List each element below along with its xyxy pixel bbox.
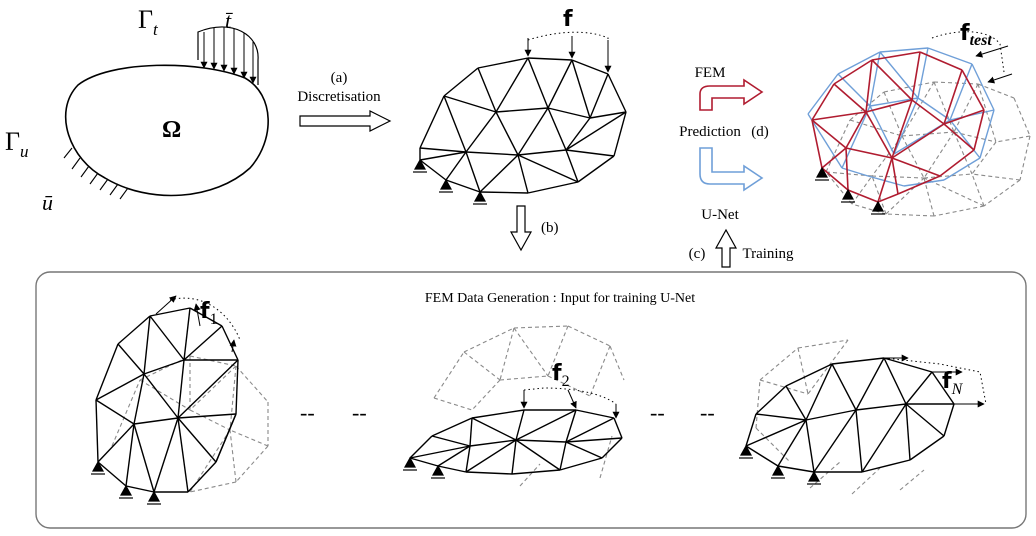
data-generation-panel: FEM Data Generation : Input for training…: [35, 271, 1027, 529]
t-bar-label: t̄: [225, 8, 233, 33]
separator-1: --: [300, 400, 315, 425]
fixed-boundary-hatch: [63, 147, 129, 200]
panel-frame: [35, 271, 1027, 529]
step-c-label: (c): [689, 246, 706, 262]
separator-4: --: [700, 400, 715, 425]
training-label: Training: [742, 246, 794, 262]
fem-arrow: [699, 78, 764, 111]
traction-load: [197, 26, 259, 85]
discretisation-label: Discretisation: [297, 89, 381, 105]
nodal-force-envelope: [527, 31, 609, 60]
continuum-domain: Γt t̄ Ω Γu ū: [5, 5, 269, 215]
fem-label: FEM: [695, 65, 726, 81]
test-supports: [815, 166, 885, 215]
sample-mesh-N: fN: [739, 339, 987, 495]
separator-2: --: [352, 400, 367, 425]
test-force-arrow-2: [987, 73, 1013, 84]
prediction-label: Prediction: [679, 124, 741, 140]
step-d-label: (d): [751, 124, 769, 140]
prediction-block: FEM Prediction (d) U-Net (c) Training: [679, 65, 794, 268]
discretisation-arrow: (a) Discretisation: [297, 70, 392, 132]
test-force-arrow-1: [975, 45, 1009, 58]
force-f-label: f: [563, 7, 573, 32]
u-bar-label: ū: [42, 190, 53, 215]
domain-boundary: [64, 64, 269, 197]
training-arrow: [714, 228, 738, 268]
unet-label: U-Net: [701, 207, 739, 223]
supports: [413, 158, 487, 205]
test-force-envelope: [931, 31, 1005, 73]
step-a-label: (a): [331, 70, 348, 86]
discretised-mesh: f: [413, 7, 627, 205]
step-b-label: (b): [541, 220, 559, 236]
gamma-u-label: Γu: [5, 127, 29, 161]
sample-mesh-2: f2: [403, 325, 625, 487]
separator-3: --: [650, 400, 665, 425]
sample-mesh-1: f1: [91, 295, 269, 505]
test-ghost-mesh: [825, 81, 1031, 217]
unet-arrow: [699, 147, 764, 192]
gamma-t-label: Γt: [138, 5, 159, 39]
test-fem-mesh: [811, 51, 985, 203]
mesh-lines: [419, 57, 627, 194]
test-mesh: ftest: [807, 21, 1031, 217]
panel-title: FEM Data Generation : Input for training…: [425, 291, 695, 306]
f2-label: f2: [552, 361, 570, 390]
f-test-label: ftest: [960, 21, 992, 49]
fN-label: fN: [942, 369, 964, 398]
omega-label: Ω: [162, 117, 181, 143]
step-b-arrow: (b): [509, 205, 559, 252]
f1-label: f1: [200, 299, 218, 328]
